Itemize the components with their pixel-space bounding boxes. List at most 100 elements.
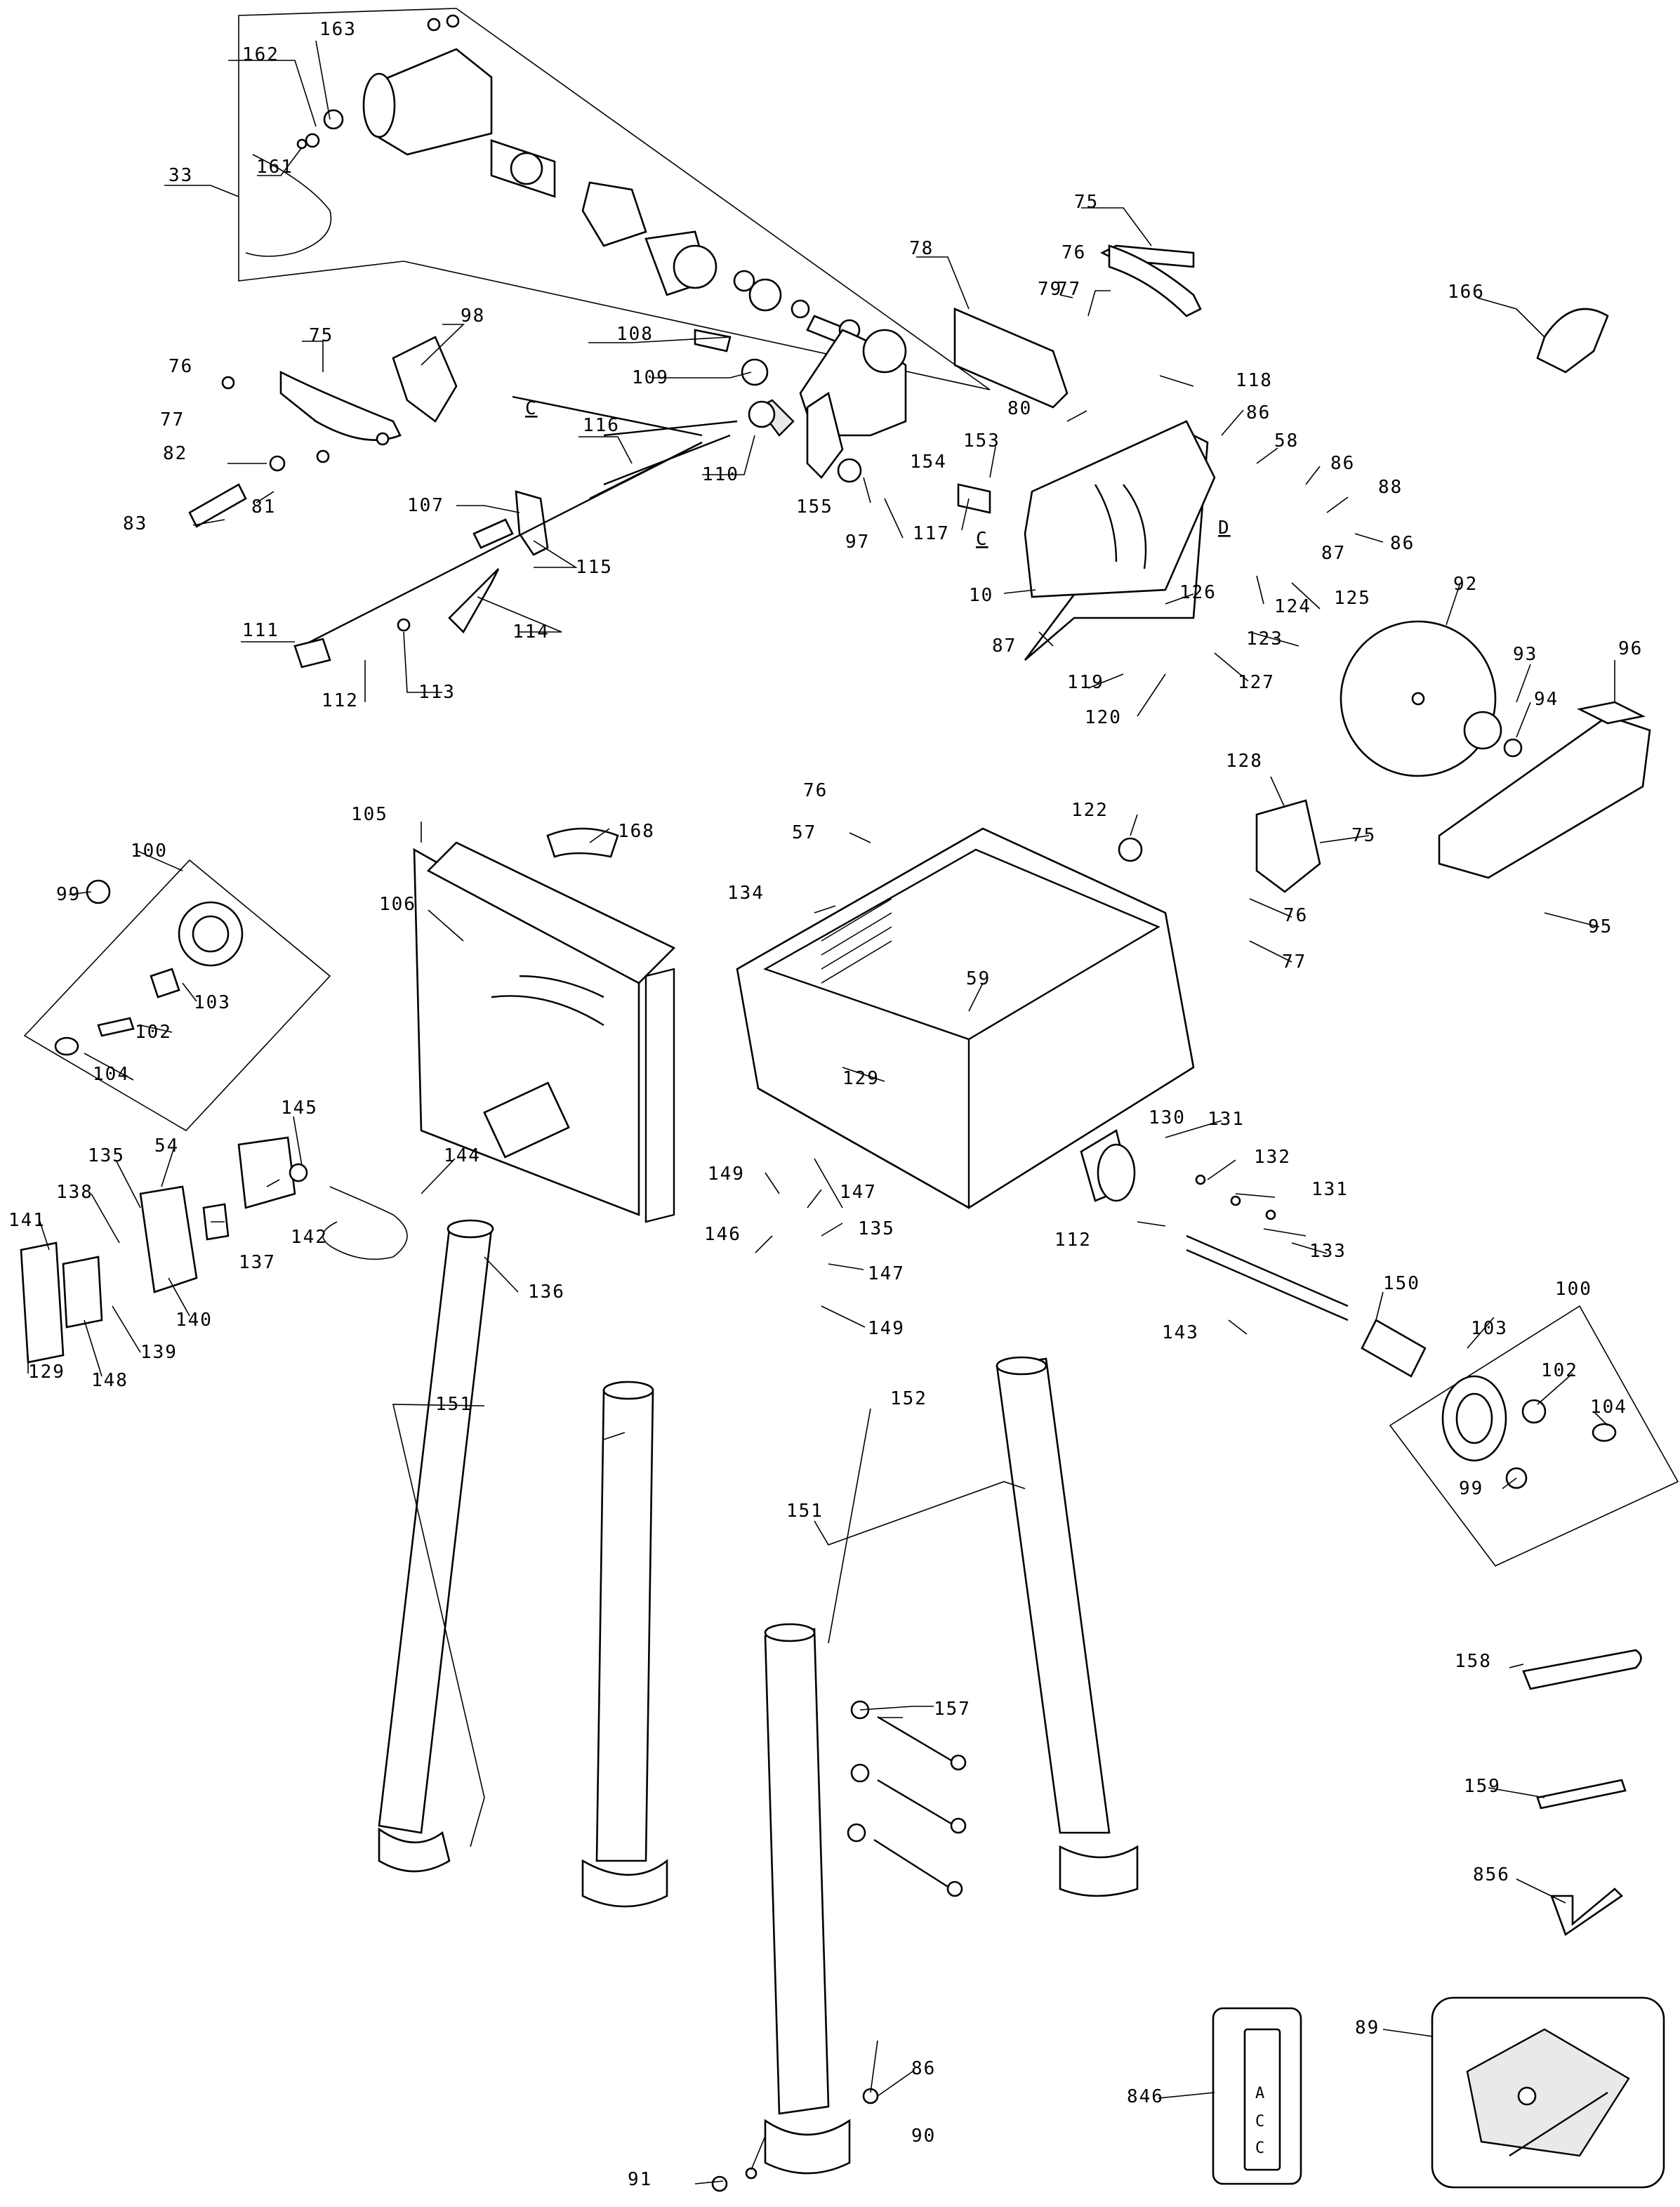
label-140: 139 <box>140 1342 178 1363</box>
label-134-left: 129 <box>28 1362 65 1383</box>
label-149-a: 147 <box>840 1182 877 1203</box>
label-161: 161 <box>256 157 293 178</box>
label-146-left: 151 <box>435 1394 472 1415</box>
leader-lines <box>27 40 1615 2185</box>
label-153: 153 <box>963 430 1000 452</box>
label-75-left: 75 <box>309 325 333 346</box>
label-146-mid: 151 <box>786 1501 824 1522</box>
label-86-leg: 86 <box>911 2058 936 2079</box>
label-76-left: 76 <box>168 356 193 377</box>
label-145: 144 <box>444 1145 481 1166</box>
legs <box>378 1219 1139 2175</box>
leg-fasteners <box>711 1700 967 2192</box>
label-148-b: 149 <box>868 1318 905 1339</box>
blade-and-guard <box>1340 308 1651 879</box>
label-137: 142 <box>291 1227 328 1248</box>
label-128: 128 <box>1226 751 1263 772</box>
part-labels: 33 163 162 161 75 76 77 78 79 166 98 108… <box>8 19 1641 2190</box>
label-106: 106 <box>379 894 416 915</box>
label-131: 132 <box>1254 1147 1291 1168</box>
label-151: 152 <box>890 1388 927 1409</box>
label-102-left: 102 <box>135 1022 172 1043</box>
label-856: 846 <box>1127 2086 1164 2107</box>
label-113: 113 <box>418 682 456 703</box>
label-112-mid: 112 <box>1054 1230 1092 1251</box>
package-letter-c2: C <box>1255 2140 1266 2157</box>
label-125: 125 <box>1334 588 1371 609</box>
label-82: 82 <box>163 443 187 464</box>
label-77-left: 77 <box>160 409 185 430</box>
label-86-a: 86 <box>1246 402 1271 423</box>
label-76-top: 76 <box>1061 242 1086 263</box>
label-104-left: 104 <box>93 1064 130 1085</box>
label-97: 97 <box>845 532 870 553</box>
label-100-left: 100 <box>131 841 168 862</box>
label-99-left: 99 <box>56 884 81 905</box>
label-142: 140 <box>176 1310 213 1331</box>
label-846: 89 <box>1355 2017 1380 2038</box>
label-126: 126 <box>1179 582 1217 603</box>
label-103-right: 103 <box>1471 1318 1508 1339</box>
label-59: 57 <box>792 822 816 843</box>
label-10: 10 <box>969 585 993 606</box>
label-130-a: 131 <box>1208 1109 1245 1130</box>
switch-assembly <box>20 1136 485 1364</box>
label-105: 105 <box>351 804 388 825</box>
label-78: 78 <box>909 238 934 259</box>
label-94: 94 <box>1534 689 1559 710</box>
tools <box>1212 1649 1665 2189</box>
label-87-a: 87 <box>1321 543 1346 564</box>
label-92: 92 <box>1453 574 1478 595</box>
label-86-c: 86 <box>1390 533 1415 554</box>
label-90: 91 <box>628 2169 652 2190</box>
label-103-left: 103 <box>194 992 231 1013</box>
label-115: 115 <box>576 557 613 578</box>
label-150: 143 <box>1162 1322 1199 1343</box>
label-93: 93 <box>1513 644 1537 665</box>
label-111: 111 <box>242 620 279 641</box>
label-89: 90 <box>911 2126 936 2147</box>
label-168: 168 <box>618 821 655 842</box>
label-100-right: 100 <box>1555 1279 1592 1300</box>
label-81: 81 <box>251 496 276 518</box>
axle-and-wheel-right <box>1080 1128 1679 1567</box>
package-letter-c1: C <box>1255 2113 1266 2130</box>
label-135: 138 <box>56 1182 93 1203</box>
section-mark-c-left: C <box>525 398 538 419</box>
label-143: 145 <box>281 1098 318 1119</box>
label-77-mid: 77 <box>1282 951 1307 973</box>
label-79: 79 <box>1038 279 1062 300</box>
label-110: 110 <box>702 464 739 485</box>
label-87-b: 87 <box>992 635 1017 657</box>
label-33: 33 <box>168 165 193 186</box>
label-76-mid: 76 <box>1283 905 1308 926</box>
label-112-top: 112 <box>322 690 359 711</box>
label-99-right: 99 <box>1459 1478 1483 1499</box>
label-166: 166 <box>1448 282 1485 303</box>
trunnion-assembly <box>512 244 1216 661</box>
label-54-mid: 135 <box>858 1218 895 1239</box>
label-163: 163 <box>319 19 357 40</box>
label-86-b: 86 <box>1330 453 1355 474</box>
label-104-right: 104 <box>1590 1397 1627 1418</box>
package-letter-a: A <box>1255 2085 1266 2102</box>
label-123: 123 <box>1246 628 1283 650</box>
label-54-left: 135 <box>88 1145 125 1166</box>
label-157: 158 <box>1455 1651 1492 1672</box>
label-129: 130 <box>1149 1107 1186 1128</box>
label-58: 58 <box>1274 430 1299 452</box>
label-144: 136 <box>528 1282 565 1303</box>
motor-assembly <box>238 8 991 390</box>
label-76-cab: 76 <box>803 780 828 801</box>
section-mark-d: D <box>1218 518 1231 539</box>
label-57: 59 <box>966 968 991 989</box>
label-130-b: 131 <box>1311 1179 1349 1200</box>
label-147: 146 <box>704 1224 741 1245</box>
label-118: 118 <box>1236 370 1273 391</box>
label-88: 88 <box>1378 477 1403 498</box>
label-134-cab: 129 <box>842 1068 880 1089</box>
label-120: 120 <box>1085 707 1122 728</box>
label-136: 54 <box>154 1135 179 1157</box>
label-152: 157 <box>934 1699 971 1720</box>
